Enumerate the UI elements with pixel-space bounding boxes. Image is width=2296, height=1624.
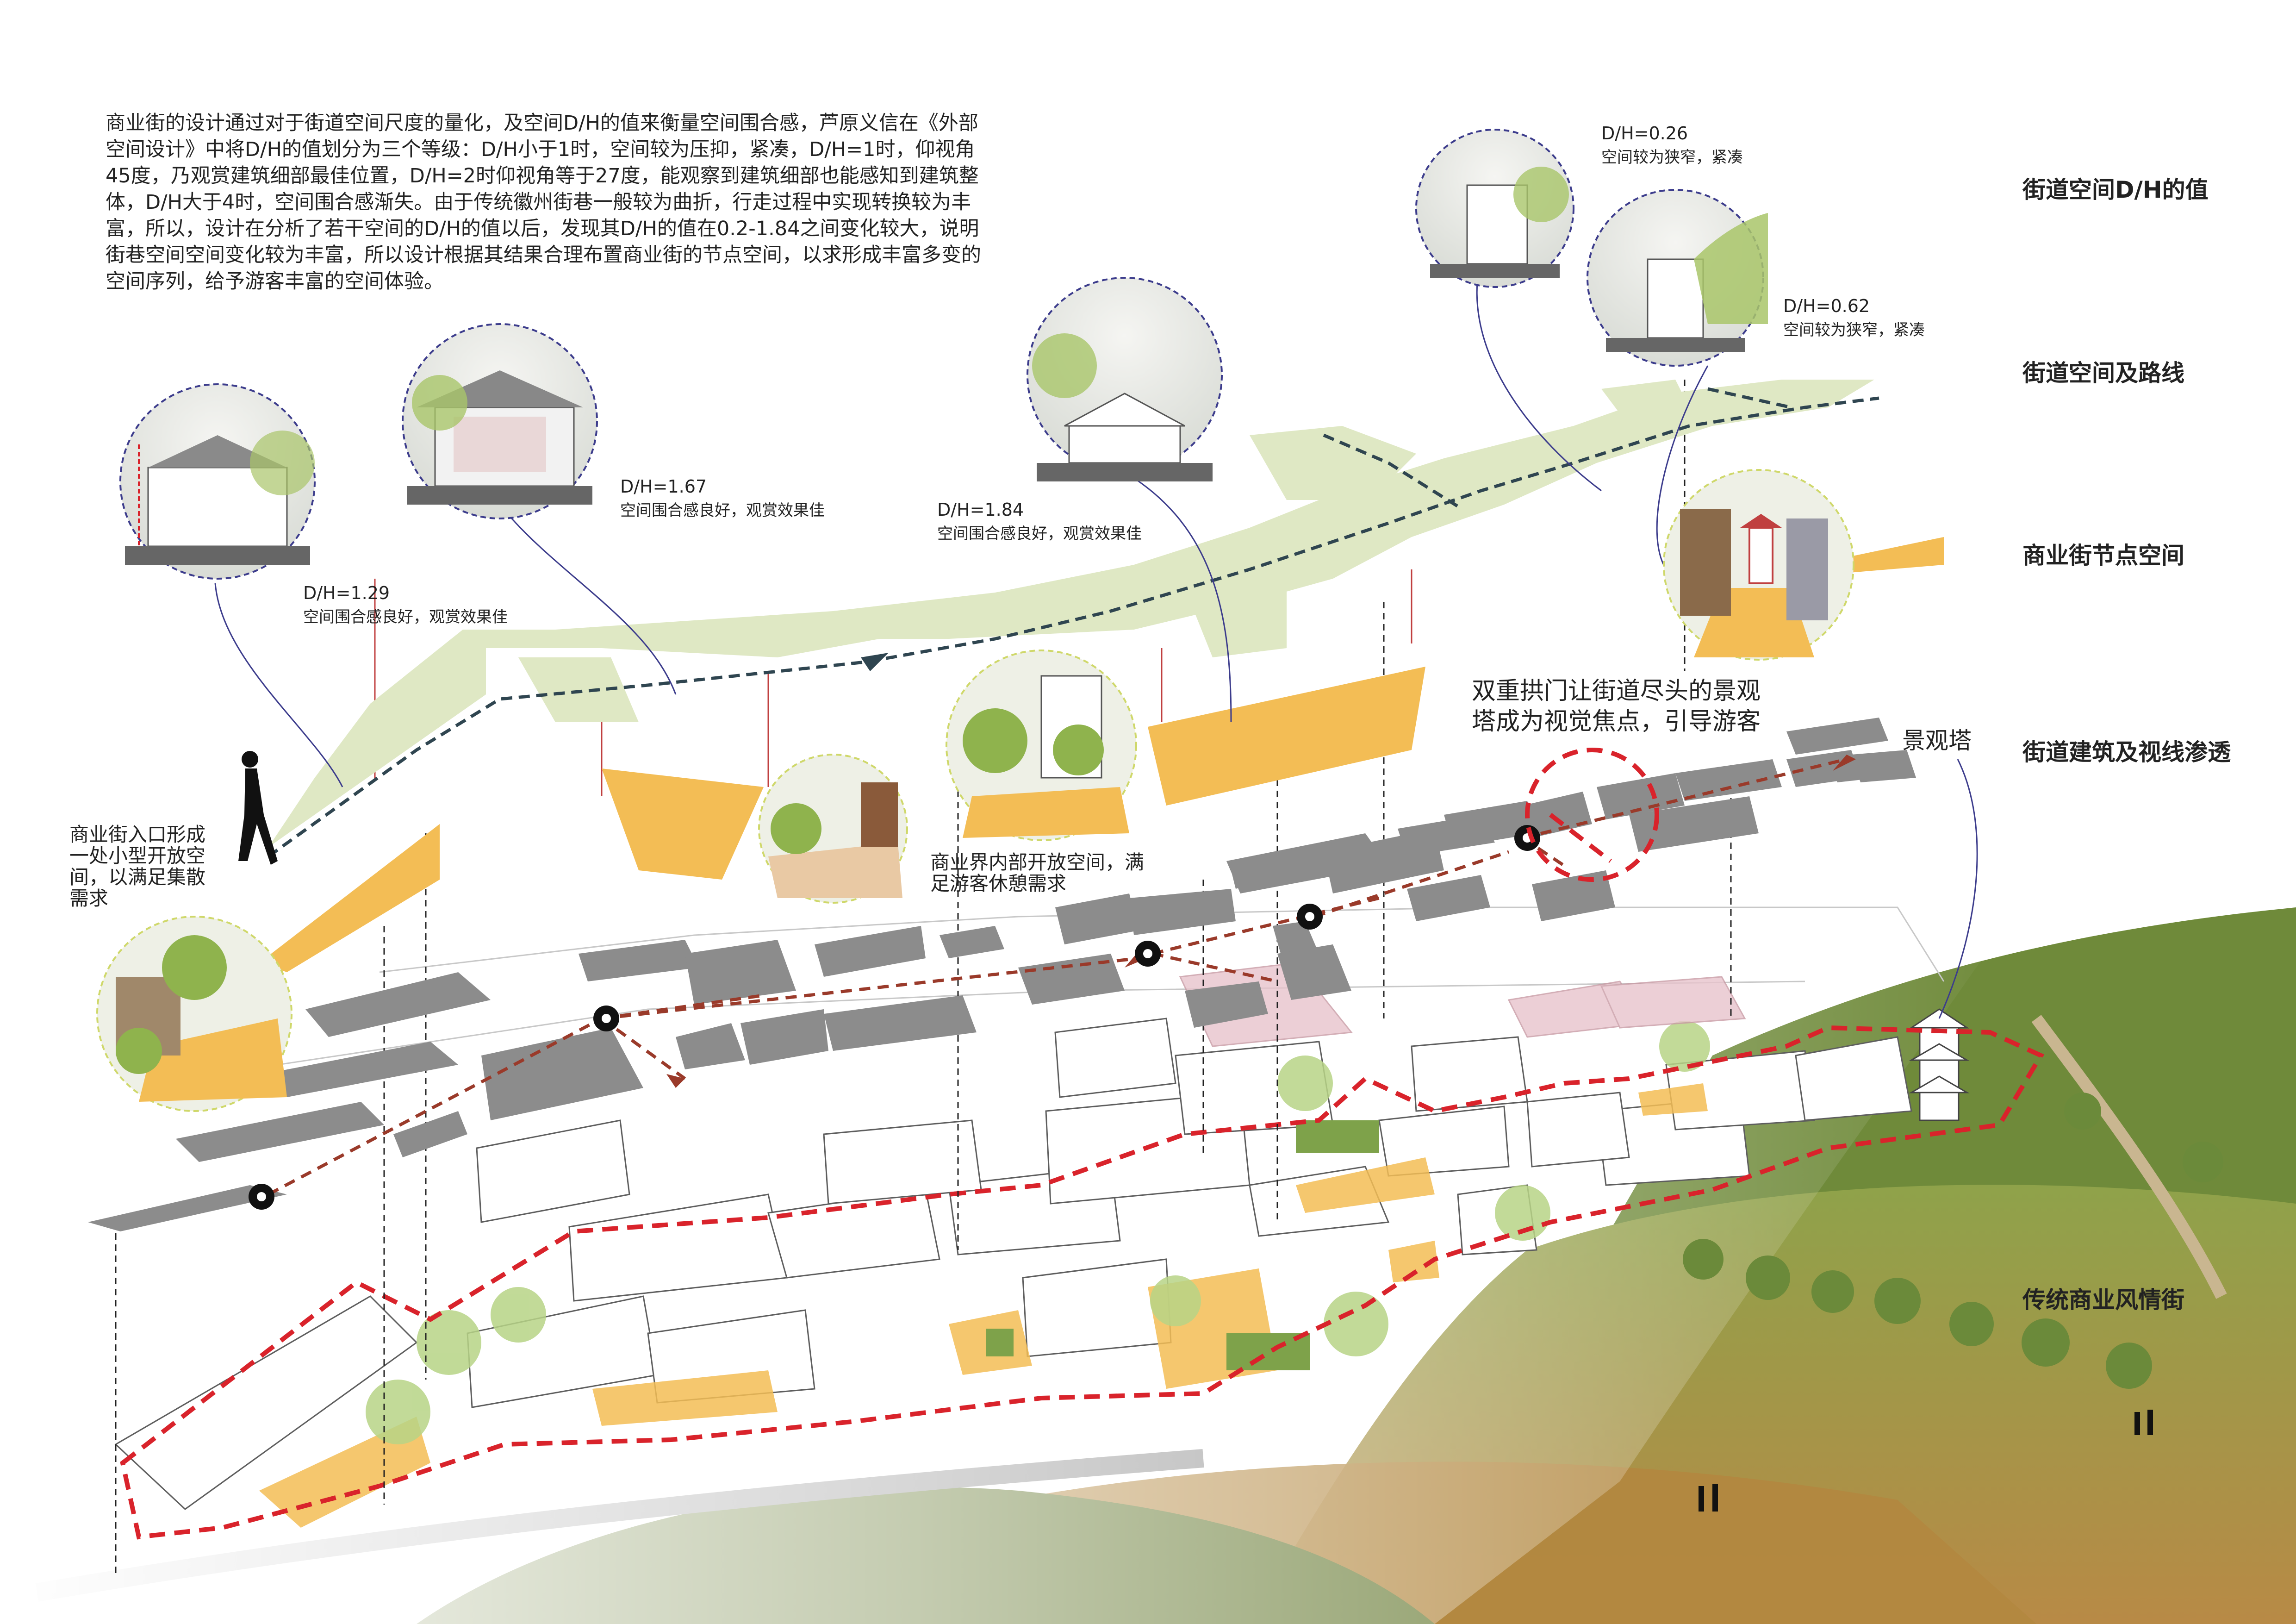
node-circle-entrance (96, 916, 292, 1112)
dh-value: D/H=0.26 (1601, 123, 1688, 144)
inner-space-callout: 商业界内部开放空间，满足游客休憩需求 (930, 851, 1145, 895)
building-footprint-layer (88, 718, 1916, 1231)
section-circle-4 (1415, 129, 1574, 288)
arch-focus-ring (1525, 748, 1659, 882)
dh-value: D/H=1.67 (620, 476, 707, 497)
route-path (267, 396, 1879, 858)
dh-note-4: D/H=0.26 空间较为狭窄，紧凑 (1601, 121, 1743, 169)
dh-desc: 空间围合感良好，观赏效果佳 (620, 501, 825, 520)
entrance-callout: 商业街入口形成一处小型开放空间，以满足集散需求 (69, 823, 206, 910)
dh-desc: 空间较为狭窄，紧凑 (1601, 148, 1743, 167)
section-circle-3 (1027, 277, 1223, 481)
node-circle-plaza (946, 650, 1137, 841)
town-model (114, 906, 2045, 1540)
people-in-field (1699, 1410, 2153, 1512)
landscape-photo (0, 880, 2296, 1624)
section-circle-5 (1587, 189, 1768, 367)
section-circle-1 (119, 383, 316, 580)
commercial-boundary (120, 1025, 2045, 1540)
node-circle-tower (1663, 469, 1854, 661)
section-circle-2 (402, 323, 598, 519)
buildings (114, 1018, 1912, 1510)
layer-label-buildings: 街道建筑及视线渗透 (2022, 739, 2231, 766)
route-branch-2 (1707, 387, 1792, 409)
dh-note-1: D/H=1.29 空间围合感良好，观赏效果佳 (303, 581, 508, 629)
dh-desc: 空间较为狭窄，紧凑 (1783, 321, 1925, 339)
dh-desc: 空间围合感良好，观赏效果佳 (937, 525, 1142, 543)
landscape-tower (1909, 1008, 1970, 1121)
eye-icons (249, 825, 1540, 1210)
roadside-trees (1683, 1093, 2223, 1389)
dirt-road (2031, 1015, 2227, 1299)
node-circle-inner (758, 754, 908, 904)
layer-label-route: 街道空间及路线 (2022, 360, 2184, 387)
street-route-layer (268, 380, 1874, 847)
dh-note-2: D/H=1.67 空间围合感良好，观赏效果佳 (620, 475, 825, 523)
layer-label-dh: 街道空间D/H的值 (2022, 176, 2209, 203)
dh-value: D/H=1.84 (937, 500, 1024, 520)
layer-label-nodes: 商业街节点空间 (2022, 542, 2184, 569)
dh-desc: 空间围合感良好，观赏效果佳 (303, 608, 508, 626)
tower-callout: 景观塔 (1902, 727, 1972, 754)
node-space-layer (259, 537, 1944, 972)
route-arrow-icon (861, 653, 889, 671)
dh-value: D/H=1.29 (303, 583, 390, 603)
intro-paragraph: 商业街的设计通过对于街道空间尺度的量化，及空间D/H的值来衡量空间围合感，芦原义… (106, 112, 981, 293)
layer-label-street: 传统商业风情街 (2022, 1287, 2184, 1313)
route-branch (1323, 433, 1463, 511)
dh-value: D/H=0.62 (1783, 296, 1870, 316)
dh-note-5: D/H=0.62 空间较为狭窄，紧凑 (1783, 294, 1925, 342)
dh-note-3: D/H=1.84 空间围合感良好，观赏效果佳 (937, 498, 1142, 546)
arch-callout: 双重拱门让街道尽头的景观塔成为视觉焦点，引导游客 (1472, 677, 1761, 736)
walking-person-icon (238, 751, 278, 865)
street-trees (366, 1021, 1710, 1444)
